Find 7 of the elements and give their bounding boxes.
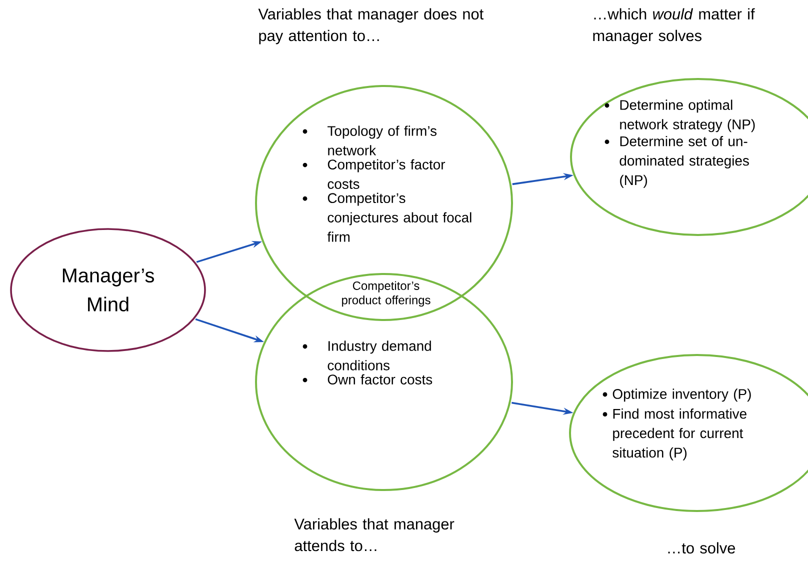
heading: Variables that manager attends to… bbox=[294, 518, 454, 552]
overlap-label: Competitor’s product offerings bbox=[342, 281, 430, 307]
bubble: Optimize inventory (P) Find most informative precedent for current situation (P) bbox=[569, 354, 808, 512]
heading: …to solve bbox=[668, 542, 736, 554]
heading: Variables that manager does not pay attention to… bbox=[258, 8, 484, 44]
bubble: Determine optimal network strategy (NP) Determine set of un-dominated strategies (NP) bbox=[570, 78, 808, 236]
heading: …which would matter if manager solves bbox=[593, 8, 755, 44]
